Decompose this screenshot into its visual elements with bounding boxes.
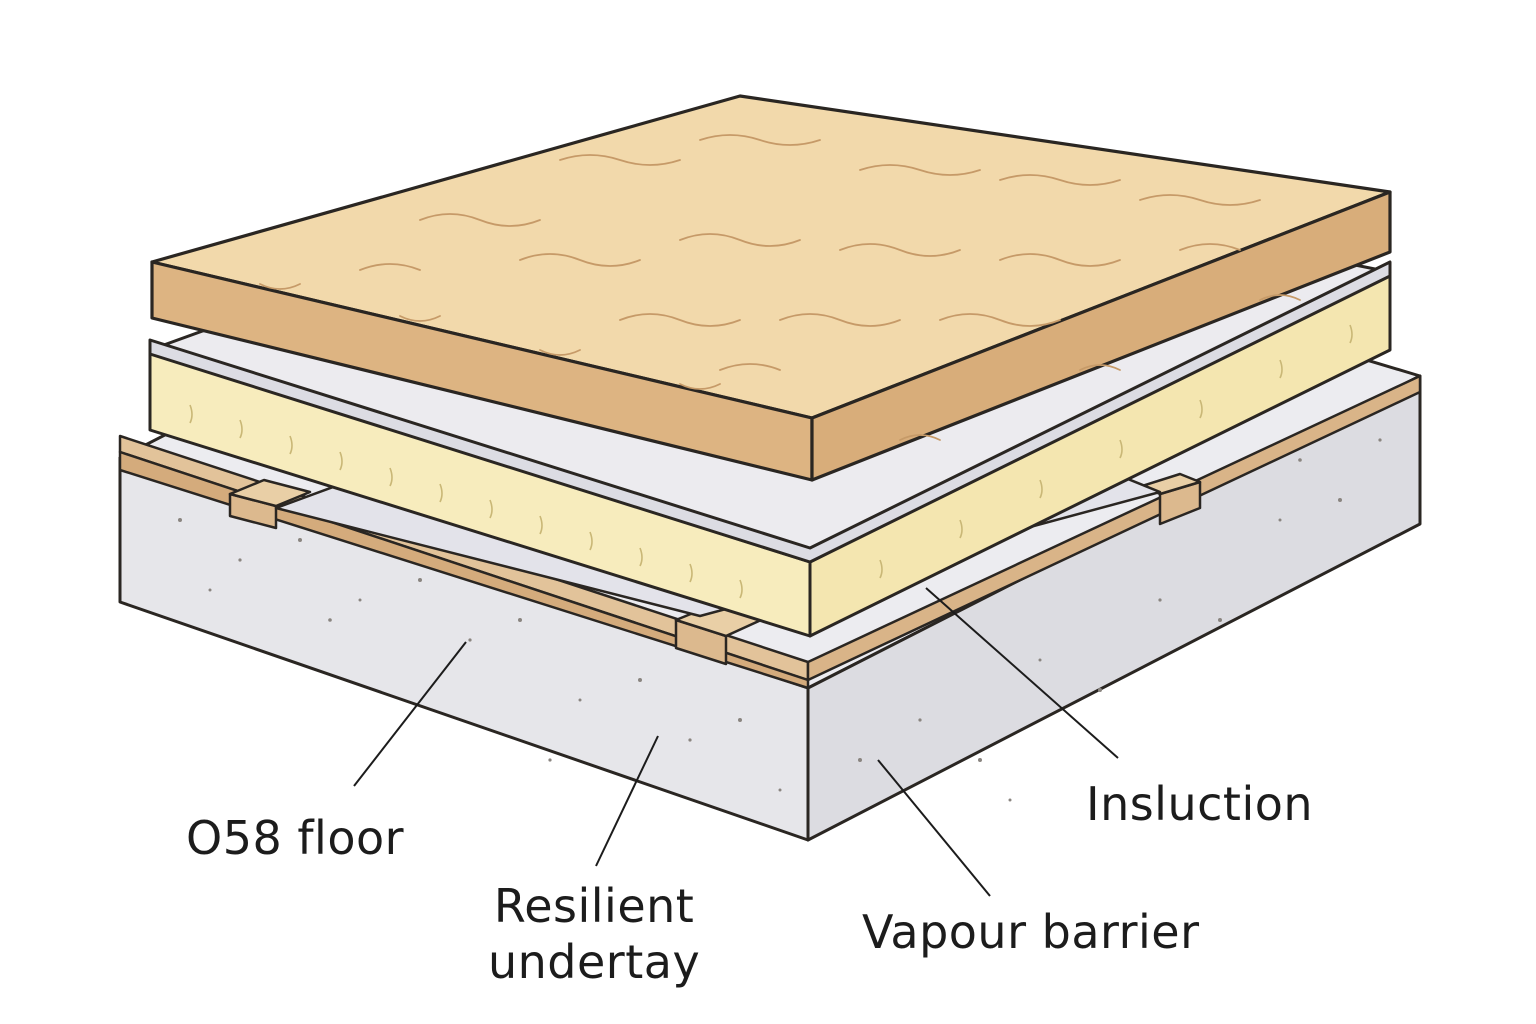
label-vapour-barrier: Vapour barrier bbox=[862, 905, 1200, 959]
label-resilient-line2: undertay bbox=[488, 935, 701, 989]
label-resilient-line1: Resilient bbox=[493, 879, 695, 933]
insulation-fibres bbox=[189, 324, 1353, 599]
leader-floor bbox=[353, 641, 467, 787]
bearer-right-top bbox=[806, 374, 1422, 682]
concrete-speckles bbox=[178, 438, 1382, 802]
leader-insulation bbox=[925, 587, 1119, 759]
leader-vapour bbox=[877, 759, 991, 897]
insulation-foil-strip bbox=[148, 260, 1392, 564]
floor-board-side bbox=[810, 190, 1392, 482]
label-floor: O58 floor bbox=[186, 811, 405, 865]
floor-board-texture bbox=[259, 134, 1301, 441]
leader-resilient bbox=[595, 735, 659, 867]
label-resilient-underlay: Resilient undertay bbox=[488, 878, 700, 990]
floor-board bbox=[150, 94, 1392, 482]
leader-lines bbox=[353, 587, 1119, 897]
bearer-block-left-top bbox=[228, 478, 312, 508]
label-insulation: Insluction bbox=[1086, 777, 1314, 831]
